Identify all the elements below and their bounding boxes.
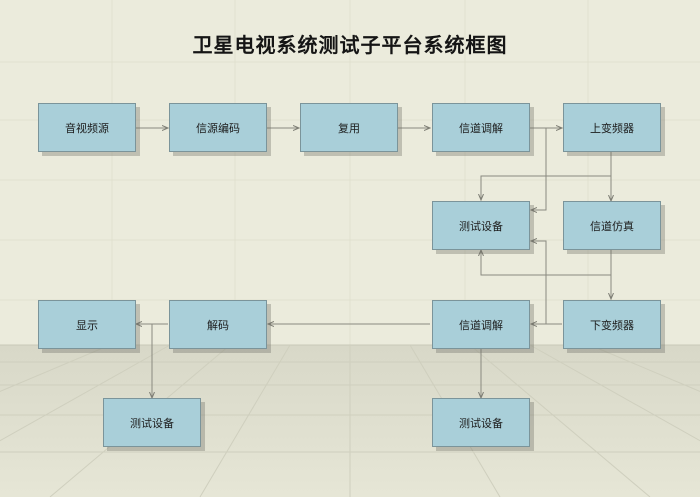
node-up-converter: 上变频器 xyxy=(563,103,661,152)
node-decoding: 解码 xyxy=(169,300,267,349)
node-channel-modulation: 信道调解 xyxy=(432,103,530,152)
diagram-title: 卫星电视系统测试子平台系统框图 xyxy=(192,33,508,57)
node-test-equipment-bottom: 测试设备 xyxy=(432,398,530,447)
node-test-equipment-left: 测试设备 xyxy=(103,398,201,447)
node-audio-video-source: 音视频源 xyxy=(38,103,136,152)
node-test-equipment-mid: 测试设备 xyxy=(432,201,530,250)
node-channel-demodulation: 信道调解 xyxy=(432,300,530,349)
node-display: 显示 xyxy=(38,300,136,349)
node-source-encoding: 信源编码 xyxy=(169,103,267,152)
node-down-converter: 下变频器 xyxy=(563,300,661,349)
node-multiplexing: 复用 xyxy=(300,103,398,152)
node-channel-simulation: 信道仿真 xyxy=(563,201,661,250)
